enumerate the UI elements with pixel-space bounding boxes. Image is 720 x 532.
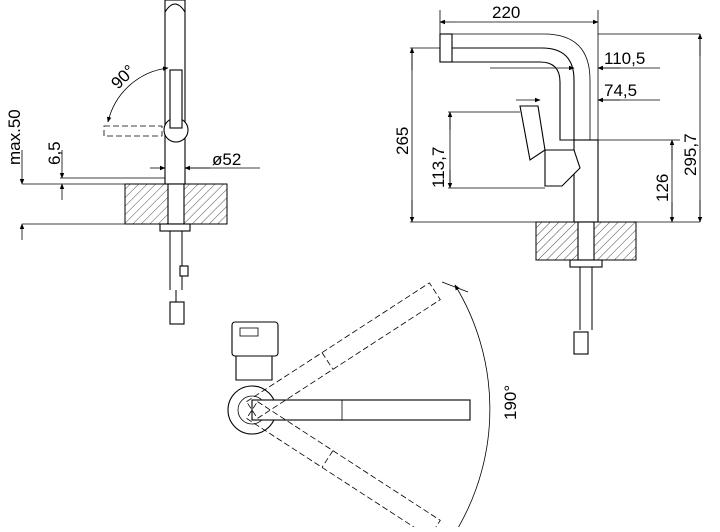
spout-rotated-left — [246, 282, 441, 419]
swivel-190-label: 190° — [501, 385, 520, 420]
handle-113-7-label: 113,7 — [429, 147, 448, 188]
reach-220-label: 220 — [492, 3, 520, 22]
offset-74-5-label: 74,5 — [604, 81, 637, 100]
hose-weight-front — [573, 331, 589, 355]
spout-head — [439, 33, 453, 63]
handle-front — [544, 149, 581, 187]
angle-90-label: 90° — [107, 61, 139, 93]
diameter-52-label: ø52 — [212, 150, 241, 169]
handle-open-position — [103, 125, 163, 137]
offset-110-5-label: 110,5 — [604, 49, 645, 68]
max-50-label: max.50 — [5, 109, 24, 165]
body-126-label: 126 — [653, 174, 672, 202]
spout — [439, 47, 575, 141]
top-view: 190° — [227, 281, 520, 532]
mounting-plate — [231, 321, 279, 357]
front-view: 220 110,5 74,5 265 113,7 295,7 — [393, 3, 703, 355]
side-view: 90° max.50 6,5 ø52 — [5, 0, 260, 325]
height-265-label: 265 — [393, 127, 412, 155]
spout-center-position — [251, 399, 471, 421]
hose-weight — [169, 301, 185, 325]
faucet-body-front — [573, 139, 599, 223]
total-295-7-label: 295,7 — [681, 133, 700, 176]
rim-6-5-label: 6,5 — [45, 141, 64, 165]
